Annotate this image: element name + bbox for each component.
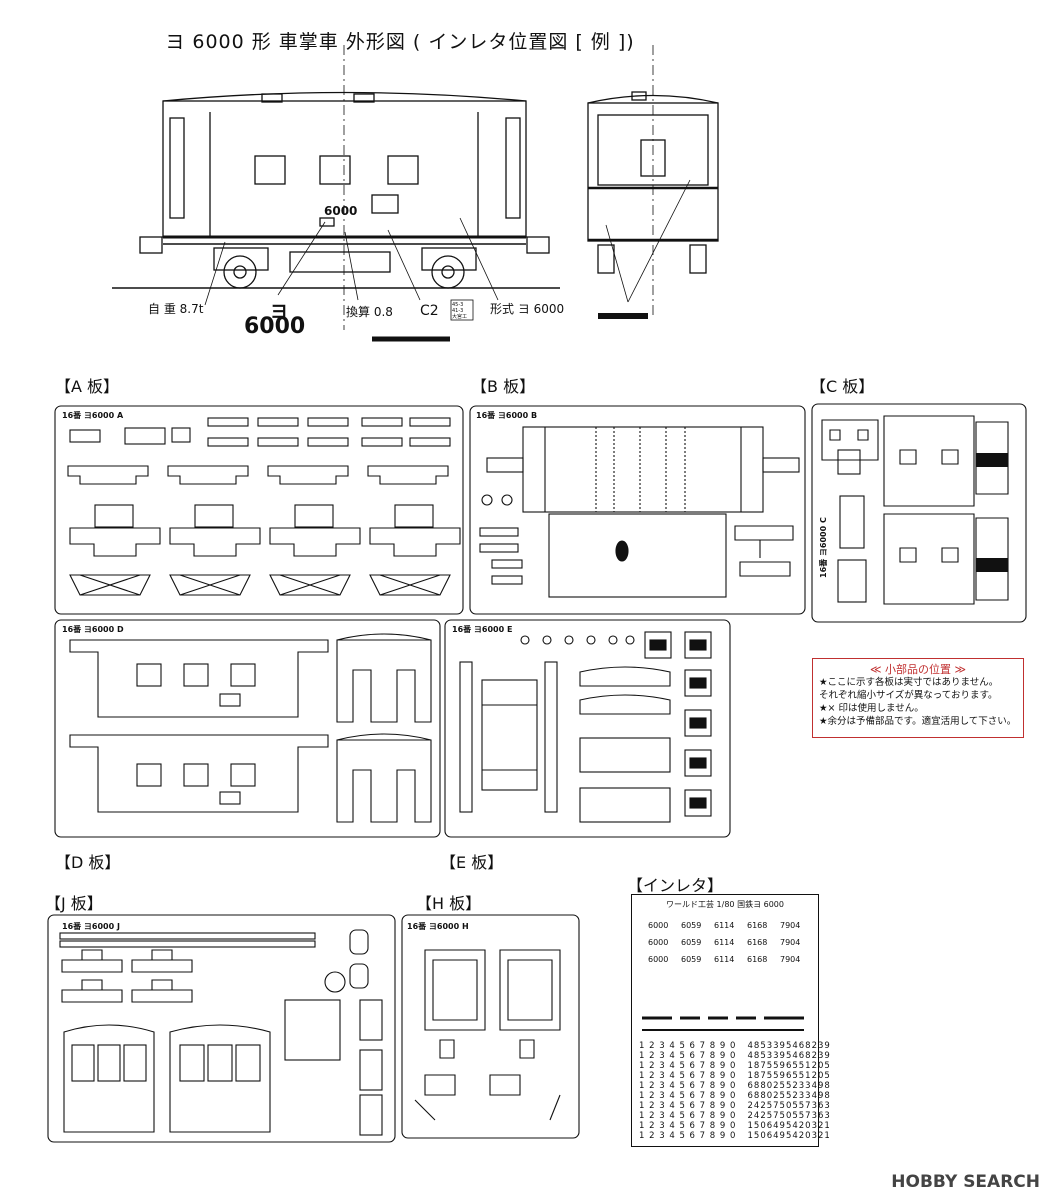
sheet-d <box>54 619 441 838</box>
decal-digit-row: 1 2 3 4 5 6 7 8 9 0 6880255233498 <box>639 1091 831 1101</box>
decal-stripes <box>642 1016 804 1031</box>
decal-number: 6114 <box>714 955 735 964</box>
number-label: 6000 <box>244 314 306 339</box>
decal-digit-row: 1 2 3 4 5 6 7 8 9 0 4853395468239 <box>639 1051 831 1061</box>
page-title: ヨ 6000 形 車掌車 外形図 ( インレタ位置図 [ 例 ]) <box>165 31 635 53</box>
decal-number: 7904 <box>780 955 801 964</box>
decal-number: 6168 <box>747 938 768 947</box>
decal-digit-row: 1 2 3 4 5 6 7 8 9 0 2425750557363 <box>639 1101 831 1111</box>
notes-title: ≪ 小部品の位置 ≫ <box>869 663 967 676</box>
decal-sheet: ワールド工芸 1/80 国鉄ヨ 6000 6000 6059 6114 6168 790… <box>631 894 830 1147</box>
watermark: HOBBY SEARCH <box>891 1172 1040 1192</box>
notes-line-1: ★ここに示す各板は実寸ではありません。 <box>819 677 999 688</box>
conversion-label: 換算 0.8 <box>346 305 393 319</box>
decal-digit-row: 1 2 3 4 5 6 7 8 9 0 1506495420321 <box>639 1131 831 1141</box>
sheet-c <box>811 403 1027 623</box>
yo-label: ヨ <box>270 302 288 323</box>
side-view <box>112 45 560 342</box>
decal-number: 6059 <box>681 955 702 964</box>
decal-number: 6000 <box>648 938 669 947</box>
sheet-e-title: 16番 ヨ6000 E <box>452 625 513 634</box>
decal-digit-row: 1 2 3 4 5 6 7 8 9 0 6880255233498 <box>639 1081 831 1091</box>
sheet-j <box>47 914 396 1143</box>
decal-digit-row: 1 2 3 4 5 6 7 8 9 0 1506495420321 <box>639 1121 831 1131</box>
notes-line-3: ★× 印は使用しません。 <box>819 703 924 714</box>
plate-b-label: 【B 板】 <box>471 377 536 396</box>
inspection-box: 45-3 41-3 大宮工 <box>452 302 468 320</box>
weight-label: 自 重 8.7t <box>148 302 204 316</box>
notes-line-2: それぞれ縮小サイズが異なっております。 <box>819 690 998 701</box>
decal-number: 6000 <box>648 955 669 964</box>
notes-line-4: ★余分は予備部品です。適宜活用して下さい。 <box>819 716 1017 727</box>
decal-digit-row: 1 2 3 4 5 6 7 8 9 0 1875596551205 <box>639 1061 831 1071</box>
decal-number: 6168 <box>747 921 768 930</box>
model-label: 形式 ヨ 6000 <box>490 302 565 316</box>
decal-number: 6114 <box>714 938 735 947</box>
sheet-e <box>444 619 731 838</box>
decal-digit-row: 1 2 3 4 5 6 7 8 9 0 2425750557363 <box>639 1111 831 1121</box>
sheet-a-title: 16番 ヨ6000 A <box>62 411 124 420</box>
decal-number: 6000 <box>648 921 669 930</box>
plate-h-label: 【H 板】 <box>416 894 482 913</box>
sheet-c-title: 16番 ヨ6000 C <box>819 517 828 578</box>
sheet-a <box>54 405 464 615</box>
plate-j-label: 【J 板】 <box>45 894 103 913</box>
sheet-h-title: 16番 ヨ6000 H <box>407 922 469 931</box>
car-number: 6000 <box>324 204 358 218</box>
sheet-j-title: 16番 ヨ6000 J <box>62 922 120 931</box>
sheet-h <box>401 914 580 1139</box>
sheet-b <box>469 405 806 615</box>
end-view <box>587 45 719 319</box>
decal-number: 6059 <box>681 921 702 930</box>
decal-digit-row: 1 2 3 4 5 6 7 8 9 0 4853395468239 <box>639 1041 831 1051</box>
decal-number: 6168 <box>747 955 768 964</box>
sheet-b-title: 16番 ヨ6000 B <box>476 411 538 420</box>
plate-c-label: 【C 板】 <box>810 377 875 396</box>
decal-digit-row: 1 2 3 4 5 6 7 8 9 0 1875596551205 <box>639 1071 831 1081</box>
decal-title: ワールド工芸 1/80 国鉄ヨ 6000 <box>666 900 784 909</box>
plate-e-label: 【E 板】 <box>440 853 504 872</box>
parts-notes: ≪ 小部品の位置 ≫ ★ここに示す各板は実寸ではありません。 それぞれ縮小サイズ… <box>812 658 1024 738</box>
decal-number: 6059 <box>681 938 702 947</box>
c2-label: C2 <box>420 303 439 319</box>
decal-number: 7904 <box>780 938 801 947</box>
decal-number: 6114 <box>714 921 735 930</box>
plate-a-label: 【A 板】 <box>55 377 120 396</box>
sheet-d-title: 16番 ヨ6000 D <box>62 625 124 634</box>
decal-number: 7904 <box>780 921 801 930</box>
plate-d-label: 【D 板】 <box>55 853 121 872</box>
plate-inleta-label: 【インレタ】 <box>627 876 724 895</box>
sheet-a-parts <box>67 417 461 596</box>
